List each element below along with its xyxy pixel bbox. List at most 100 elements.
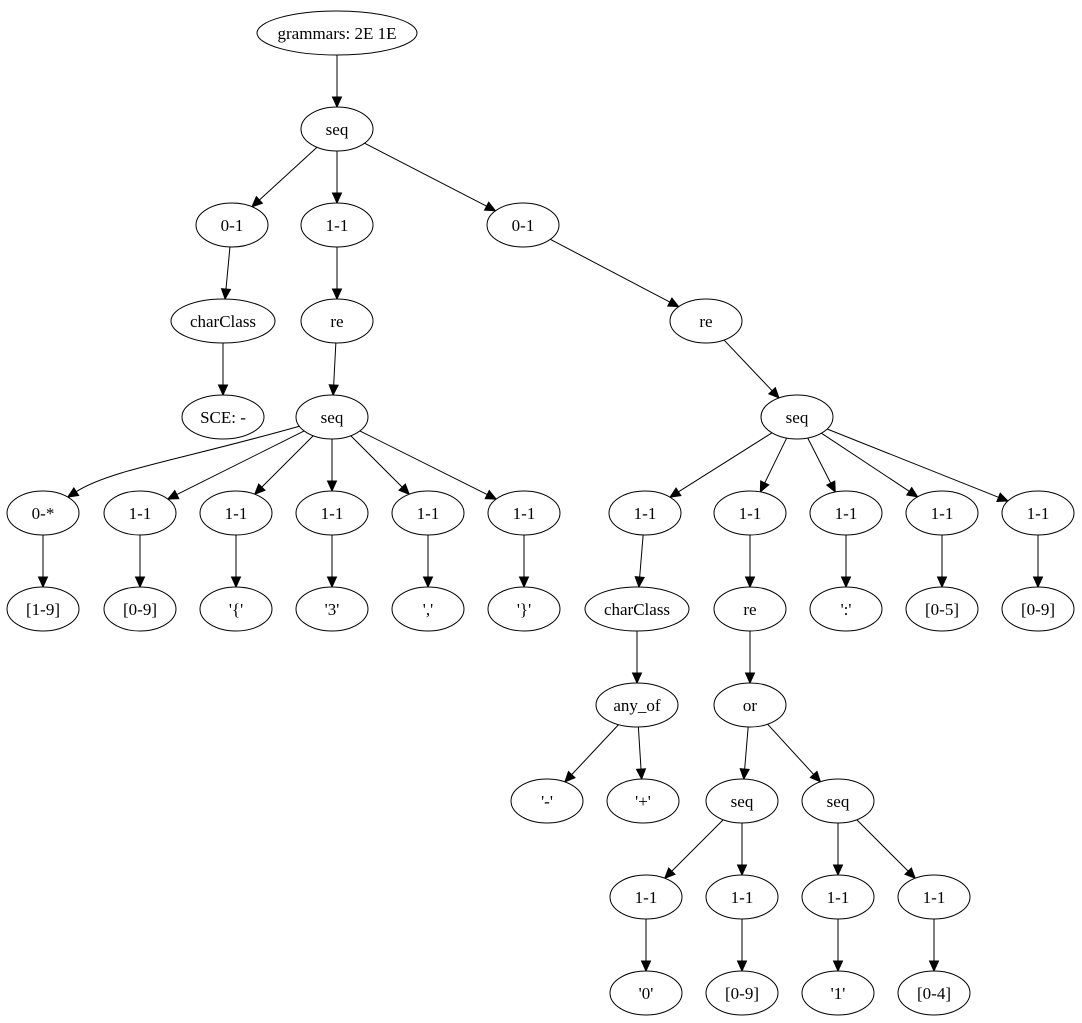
tree-node-n30: ':' <box>809 586 883 632</box>
node-ellipse <box>295 586 369 632</box>
edge-n33-n36 <box>635 726 647 781</box>
edge-n10-n26 <box>821 432 919 498</box>
node-ellipse <box>6 490 80 536</box>
tree-node-n25: 1-1 <box>809 490 883 536</box>
edge-n25-n30 <box>840 535 852 589</box>
node-ellipse <box>705 874 779 920</box>
edge-n10-n27 <box>826 428 1009 502</box>
tree-node-n45: '1' <box>801 970 875 1016</box>
edge-n24-n29 <box>744 535 756 589</box>
edge-line <box>550 238 671 303</box>
arrowhead-icon <box>640 960 652 973</box>
edge-n9-n16 <box>359 430 498 500</box>
arrowhead-icon <box>564 770 576 783</box>
node-label: any_of <box>613 696 661 715</box>
node-ellipse <box>760 394 834 440</box>
node-label: 1-1 <box>635 888 658 907</box>
tree-node-n23: 1-1 <box>608 490 682 536</box>
arrowhead-icon <box>326 576 338 589</box>
node-ellipse <box>103 490 177 536</box>
node-label: 1-1 <box>225 504 248 523</box>
node-ellipse <box>608 490 682 536</box>
node-label: '+' <box>635 792 651 811</box>
tree-node-n34: or <box>713 682 787 728</box>
edge-n9-n13 <box>253 435 314 496</box>
node-ellipse <box>6 586 80 632</box>
node-label: seq <box>827 792 850 811</box>
edge-n9-n14 <box>326 439 338 493</box>
edge-n33-n35 <box>564 724 619 783</box>
node-ellipse <box>713 682 787 728</box>
arrowhead-icon <box>666 297 680 308</box>
node-ellipse <box>609 970 683 1016</box>
tree-node-n33: any_of <box>595 682 679 728</box>
tree-node-n11: 0-* <box>6 490 80 536</box>
arrowhead-icon <box>904 867 917 880</box>
edge-n10-n23 <box>669 432 773 498</box>
tree-node-n21: ',' <box>391 586 465 632</box>
node-ellipse <box>199 490 273 536</box>
edge-n15-n21 <box>422 535 434 589</box>
tree-node-n15: 1-1 <box>391 490 465 536</box>
edge-n3-n6 <box>331 247 343 301</box>
edge-line <box>261 435 314 488</box>
edge-n10-n25 <box>807 437 836 494</box>
arrowhead-icon <box>328 384 339 397</box>
node-ellipse <box>801 970 875 1016</box>
node-label: '1' <box>831 984 846 1003</box>
arrowhead-icon <box>220 288 232 301</box>
tree-node-n28: charClass <box>584 586 690 632</box>
edge-line <box>571 724 619 775</box>
node-ellipse <box>1001 586 1075 632</box>
tree-node-n19: '{' <box>199 586 273 632</box>
tree-node-n10: seq <box>760 394 834 440</box>
tree-node-n31: [0-5] <box>905 586 979 632</box>
node-label: [0-9] <box>1021 600 1055 619</box>
tree-node-n0: grammars: 2E 1E <box>256 10 418 56</box>
tree-node-n6: re <box>300 298 374 344</box>
node-label: ',' <box>423 600 433 619</box>
edge-line <box>225 246 231 290</box>
edge-n37-n39 <box>663 819 724 880</box>
arrowhead-icon <box>663 867 676 880</box>
tree-node-n43: '0' <box>609 970 683 1016</box>
arrowhead-icon <box>825 480 836 494</box>
edge-n38-n42 <box>856 819 917 880</box>
edge-n23-n28 <box>634 534 645 589</box>
node-ellipse <box>487 586 561 632</box>
node-ellipse <box>199 586 273 632</box>
tree-node-n24: 1-1 <box>713 490 787 536</box>
node-ellipse <box>295 490 369 536</box>
node-ellipse <box>609 874 683 920</box>
arrowhead-icon <box>1032 576 1044 589</box>
edge-n7-n10 <box>723 339 780 399</box>
arrowhead-icon <box>251 195 264 208</box>
node-label: 1-1 <box>513 504 536 523</box>
node-label: [0-5] <box>925 600 959 619</box>
edge-n38-n41 <box>832 823 844 877</box>
arrowhead-icon <box>634 576 645 589</box>
edge-line <box>359 430 488 496</box>
node-label: SCE: - <box>200 408 246 427</box>
arrowhead-icon <box>736 864 748 877</box>
arrowhead-icon <box>37 576 49 589</box>
arrowhead-icon <box>936 576 948 589</box>
node-ellipse <box>801 874 875 920</box>
node-label: [0-9] <box>725 984 759 1003</box>
node-ellipse <box>705 778 779 824</box>
arrowhead-icon <box>483 201 497 212</box>
tree-node-n22: '}' <box>487 586 561 632</box>
edge-n10-n24 <box>759 437 788 494</box>
arrowhead-icon <box>669 487 682 498</box>
node-label: ':' <box>841 600 852 619</box>
node-label: seq <box>786 408 809 427</box>
tree-node-n20: '3' <box>295 586 369 632</box>
edges-layer <box>37 55 1044 973</box>
node-label: seq <box>321 408 344 427</box>
edge-n12-n18 <box>134 535 146 589</box>
arrowhead-icon <box>905 486 919 498</box>
node-label: re <box>699 312 712 331</box>
node-ellipse <box>905 490 979 536</box>
edge-line <box>637 726 642 770</box>
